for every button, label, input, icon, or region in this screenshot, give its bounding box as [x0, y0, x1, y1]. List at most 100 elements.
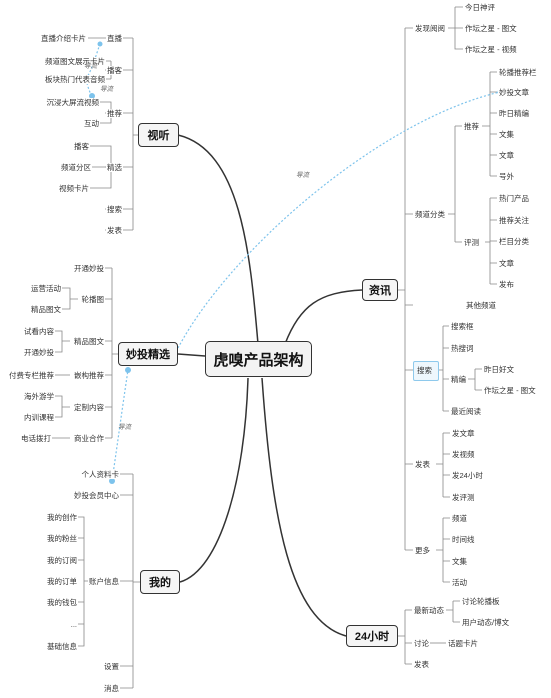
leaf-faxian-star-article[interactable]: 作坛之星 - 图文 [464, 24, 518, 33]
leaf-jiegou-column[interactable]: 付费专栏推荐 [8, 371, 55, 380]
leaf-pindao-tuijian[interactable]: 推荐 [463, 122, 480, 131]
leaf-gengduo-pindao[interactable]: 频道 [451, 514, 468, 523]
leaf-zhanghu-fensi[interactable]: 我的粉丝 [46, 534, 78, 543]
leaf-tuijian-wenji[interactable]: 文集 [498, 130, 515, 139]
leaf-24h-taolun[interactable]: 讨论 [413, 639, 430, 648]
node-shiting[interactable]: 视听 [138, 123, 179, 147]
leaf-taolun-topic[interactable]: 话题卡片 [447, 639, 479, 648]
leaf-zhanghu-dingyue[interactable]: 我的订阅 [46, 556, 78, 565]
leaf-zixun-fabiao[interactable]: 发表 [414, 460, 431, 469]
leaf-zhanghu-chuangzuo[interactable]: 我的创作 [46, 513, 78, 522]
leaf-pingce-hot[interactable]: 热门产品 [498, 194, 530, 203]
leaf-miaotou-shangye[interactable]: 商业合作 [73, 434, 105, 443]
leaf-24h-zuixin[interactable]: 最新动态 [413, 606, 445, 615]
branch-zixun [284, 289, 363, 345]
leaf-faxian-star-video[interactable]: 作坛之星 - 视频 [464, 45, 518, 54]
leaf-lunbotu-activity[interactable]: 运营活动 [30, 284, 62, 293]
leaf-pingce-wenzhang[interactable]: 文章 [498, 259, 515, 268]
leaf-zuixin-user-feed[interactable]: 用户动态/博文 [461, 618, 511, 627]
leaf-zuixin-carousel[interactable]: 讨论轮播板 [461, 597, 501, 606]
leaf-wode-shezhi[interactable]: 设置 [103, 662, 120, 671]
leaf-shiting-fabiao[interactable]: 发表 [106, 226, 123, 235]
leaf-shiting-tuijian[interactable]: 推荐 [106, 109, 123, 118]
leaf-pingce-fabu[interactable]: 发布 [498, 280, 515, 289]
leaf-24h-fabiao[interactable]: 发表 [413, 660, 430, 669]
leaf-tuijian-interact[interactable]: 互动 [83, 119, 100, 128]
leaf-miaotou-lunbotu[interactable]: 轮播图 [80, 295, 105, 304]
leaf-wode-geren[interactable]: 个人资料卡 [80, 470, 120, 479]
leaf-wode-huiyuan[interactable]: 妙投会员中心 [73, 491, 120, 500]
leaf-jingpin-open[interactable]: 开通妙投 [23, 348, 55, 357]
leaf-sousuo-box[interactable]: 搜索框 [450, 322, 475, 331]
leaf-lunbotu-article[interactable]: 精品图文 [30, 305, 62, 314]
node-24h[interactable]: 24小时 [346, 625, 398, 647]
leaf-jingbian-star[interactable]: 作坛之星 - 图文 [483, 386, 537, 395]
leaf-sousuo-recent[interactable]: 最近阅读 [450, 407, 482, 416]
leaf-wode-xiaoxi[interactable]: 消息 [103, 684, 120, 693]
leaf-jingbian-good[interactable]: 昨日好文 [483, 365, 515, 374]
leaf-zixun-pindao[interactable]: 频道分类 [414, 210, 446, 219]
leaf-zhanghu-basic[interactable]: 基础信息 [46, 642, 78, 651]
leaf-shiting-boke[interactable]: 播客 [106, 66, 123, 75]
leaf-fabiao-article[interactable]: 发文章 [451, 429, 476, 438]
leaf-jingxuan-boke[interactable]: 播客 [73, 142, 90, 151]
leaf-zixun-qita[interactable]: 其他频道 [465, 301, 497, 310]
leaf-jingxuan-channel[interactable]: 频道分区 [60, 163, 92, 172]
leaf-pindao-pingce[interactable]: 评测 [463, 238, 480, 247]
leaf-tuijian-wenzhang[interactable]: 文章 [498, 151, 515, 160]
leaf-gengduo-activity[interactable]: 活动 [451, 578, 468, 587]
leaf-tuijian-haowai[interactable]: 号外 [498, 172, 515, 181]
leaf-shiting-jingxuan[interactable]: 精选 [106, 163, 123, 172]
leaf-fabiao-video[interactable]: 发视频 [451, 450, 476, 459]
branch-24h [261, 377, 347, 637]
leaf-pingce-follow[interactable]: 推荐关注 [498, 216, 530, 225]
leaf-zixun-sousuo[interactable]: 搜索 [417, 366, 432, 375]
node-zixun[interactable]: 资讯 [362, 279, 398, 301]
leaf-faxian-shenping[interactable]: 今日神评 [464, 3, 496, 12]
leaf-boke-hot-audio[interactable]: 板块热门代表音频 [44, 75, 106, 84]
node-wode[interactable]: 我的 [140, 570, 180, 594]
leaf-zhibo-card[interactable]: 直播介绍卡片 [40, 34, 87, 43]
note-flow-4: 导流 [118, 424, 131, 431]
leaf-gengduo-wenji[interactable]: 文集 [451, 557, 468, 566]
leaf-tuijian-video[interactable]: 沉浸大屏流视频 [45, 98, 100, 107]
leaf-tuijian-miaotou[interactable]: 妙投文章 [498, 88, 530, 97]
leaf-zhanghu-qianbao[interactable]: 我的钱包 [46, 598, 78, 607]
leaf-zhanghu-dingdan[interactable]: 我的订单 [46, 577, 78, 586]
leaf-boke-channel-card[interactable]: 频道图文展示卡片 [44, 57, 106, 66]
highlight-search [413, 361, 439, 381]
leaf-tuijian-lunbo[interactable]: 轮播推荐栏 [498, 68, 538, 77]
leaf-miaotou-kaitong[interactable]: 开通妙投 [73, 264, 105, 273]
leaf-jingpin-trial[interactable]: 试看内容 [23, 327, 55, 336]
leaf-miaotou-jingpin[interactable]: 精品图文 [73, 337, 105, 346]
leaf-sousuo-hot[interactable]: 热搜词 [450, 344, 475, 353]
flow-link-miaotou-zixun [177, 91, 501, 349]
leaf-fabiao-24h[interactable]: 发24小时 [451, 471, 484, 480]
leaf-jingxuan-video-card[interactable]: 视频卡片 [58, 184, 90, 193]
leaf-shiting-zhibo[interactable]: 直播 [106, 34, 123, 43]
leaf-tuijian-jingbian[interactable]: 昨日精编 [498, 109, 530, 118]
leaf-zixun-faxian[interactable]: 发现阅阅 [414, 24, 446, 33]
branch-miaotou [177, 353, 206, 357]
leaf-wode-zhanghu[interactable]: 账户信息 [88, 577, 120, 586]
branch-wode [179, 377, 249, 583]
leaf-dingzhi-training[interactable]: 内训课程 [23, 413, 55, 422]
leaf-shangye-phone[interactable]: 电话拨打 [20, 434, 52, 443]
leaf-miaotou-dingzhi[interactable]: 定制内容 [73, 403, 105, 412]
leaf-dingzhi-study[interactable]: 海外游学 [23, 392, 55, 401]
flow-link-wode-miaotou [111, 369, 129, 482]
branch-shiting [177, 134, 259, 345]
leaf-zixun-gengduo[interactable]: 更多 [414, 546, 431, 555]
root-node[interactable]: 虎嗅产品架构 [205, 341, 312, 377]
leaf-fabiao-review[interactable]: 发评测 [451, 493, 476, 502]
leaf-gengduo-timeline[interactable]: 时间线 [451, 535, 476, 544]
leaf-miaotou-jiegou[interactable]: 嵌构推荐 [73, 371, 105, 380]
note-flow-3: 导流 [296, 172, 309, 179]
leaf-pingce-category[interactable]: 栏目分类 [498, 237, 530, 246]
note-flow-1: 导流 [84, 63, 97, 70]
node-miaotou[interactable]: 妙投精选 [118, 342, 178, 366]
leaf-shiting-sousuo[interactable]: 搜索 [106, 205, 123, 214]
leaf-sousuo-jingbian[interactable]: 精编 [450, 375, 467, 384]
leaf-zhanghu-more[interactable]: ... [69, 620, 78, 629]
